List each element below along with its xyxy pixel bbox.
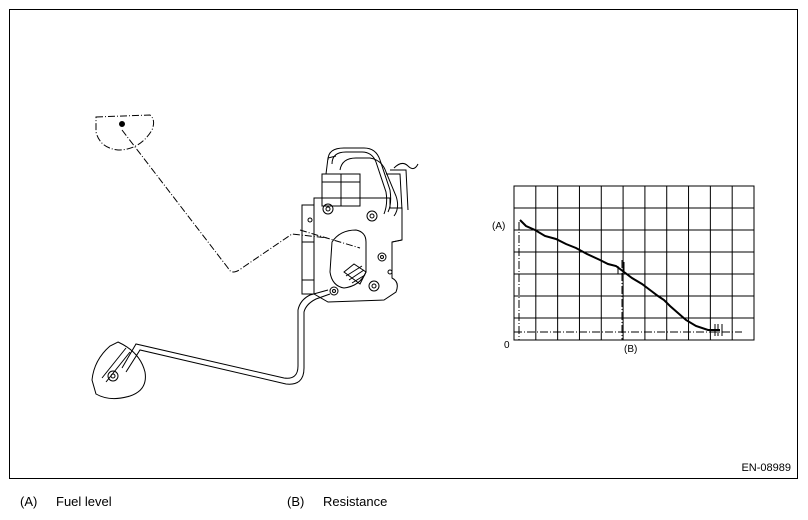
float-arm xyxy=(121,289,331,385)
figure-code: EN-08989 xyxy=(741,462,791,474)
sender-unit xyxy=(301,197,403,303)
diagram-frame: (A) (B) 0 EN-08989 xyxy=(9,9,798,479)
lead-wires xyxy=(327,147,419,217)
legend-item-resistance: (B) Resistance xyxy=(287,494,387,509)
graph-grid xyxy=(513,185,755,341)
float-upper-phantom xyxy=(95,114,329,273)
float-pivot-upper xyxy=(119,121,125,127)
legend-key: (A) xyxy=(20,494,38,509)
legend-key: (B) xyxy=(287,494,305,509)
float-lower xyxy=(91,341,146,400)
graph-origin-label: 0 xyxy=(504,340,510,351)
legend-text: Resistance xyxy=(323,494,388,509)
graph-x-label: (B) xyxy=(624,344,637,355)
characteristic-curve xyxy=(519,219,720,331)
fuel-sender-illustration: (A) (B) 0 xyxy=(91,114,755,400)
grid-border xyxy=(513,185,755,341)
graph-y-label: (A) xyxy=(492,221,505,232)
legend-item-fuel-level: (A) Fuel level xyxy=(20,494,112,509)
legend-text: Fuel level xyxy=(56,494,112,509)
resistance-graph: (A) (B) 0 xyxy=(492,185,755,355)
arm-phantom-link xyxy=(299,229,361,249)
graph-guides xyxy=(514,222,742,340)
